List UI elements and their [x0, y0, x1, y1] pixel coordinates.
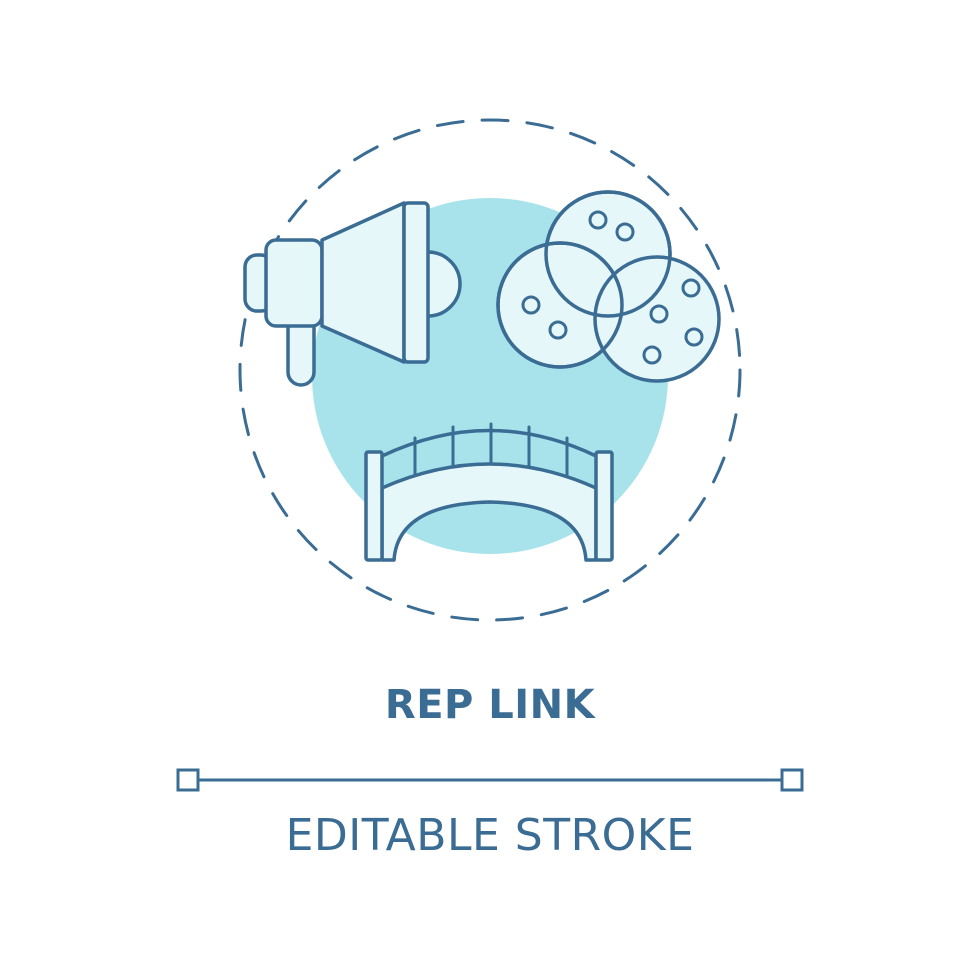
concept-title: REP LINK — [384, 682, 596, 728]
megaphone-icon — [243, 201, 462, 387]
concept-icon — [238, 118, 742, 622]
editable-stroke-caption: EDITABLE STROKE — [285, 810, 695, 861]
venn-diagram-icon — [496, 190, 721, 383]
left-anchor-handle — [176, 768, 200, 792]
editable-stroke-divider — [176, 768, 804, 792]
bridge-icon — [364, 422, 614, 562]
right-anchor-handle — [780, 768, 804, 792]
dashed-ring — [238, 118, 742, 622]
